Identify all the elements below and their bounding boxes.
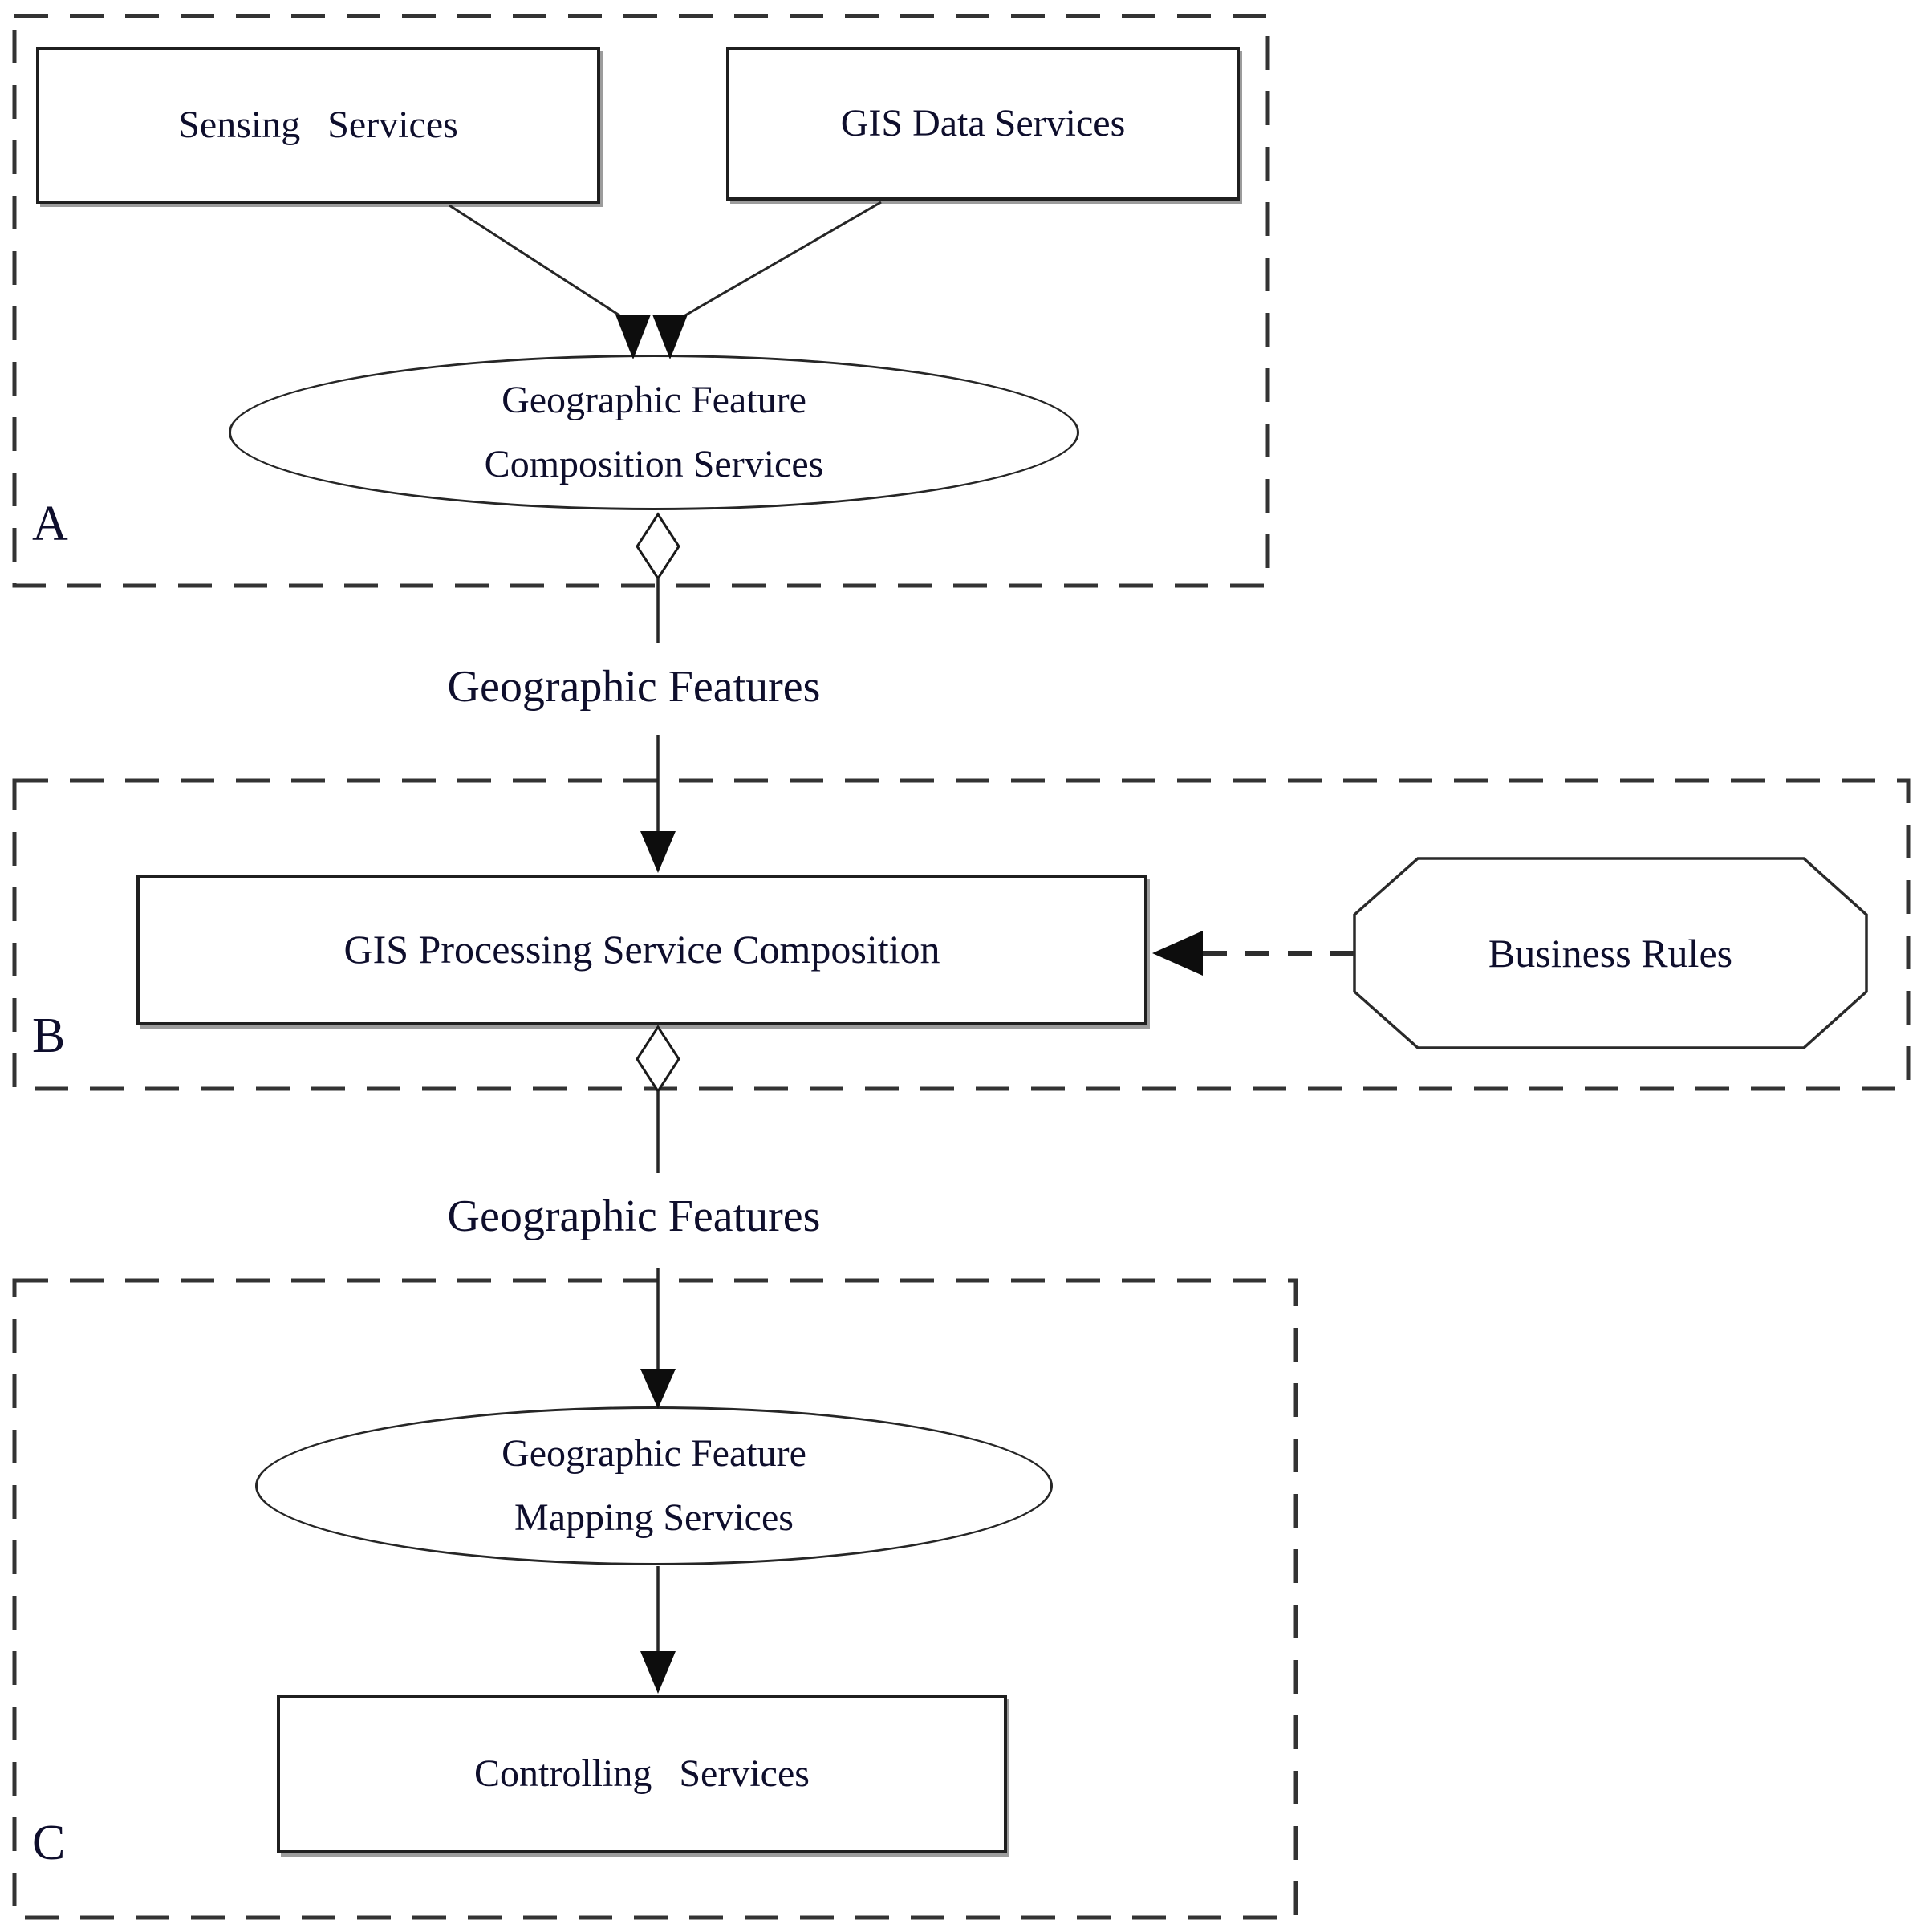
arrowhead-gisdata-to-composition-icon [652, 315, 688, 359]
region-c-letter: C [32, 1816, 66, 1870]
aggregation-diamond-a-icon [636, 512, 680, 581]
gis-processing-service-composition-label: GIS Processing Service Composition [343, 927, 940, 972]
geographic-feature-composition-label: Geographic Feature Composition Services [485, 368, 824, 497]
controlling-services-box: Controlling Services [277, 1695, 1007, 1853]
arrowhead-business-rules-icon [1152, 931, 1203, 976]
mapping-label-line2: Mapping Services [514, 1496, 794, 1539]
geographic-feature-mapping-label: Geographic Feature Mapping Services [502, 1422, 806, 1550]
geographic-feature-composition-ellipse: Geographic Feature Composition Services [229, 355, 1079, 510]
controlling-services-label: Controlling Services [474, 1752, 810, 1796]
arrowhead-b-to-c-icon [640, 1369, 676, 1409]
gis-data-services-label: GIS Data Services [840, 102, 1126, 145]
edge-gisdata-to-composition [669, 201, 882, 326]
composition-label-line2: Composition Services [484, 443, 824, 485]
edge-label-geographic-features-b-c: Geographic Features [447, 1191, 821, 1241]
business-rules-text: Business Rules [1488, 931, 1733, 976]
sensing-services-box: Sensing Services [36, 47, 600, 204]
geographic-feature-mapping-ellipse: Geographic Feature Mapping Services [255, 1406, 1053, 1565]
aggregation-diamond-b-icon [636, 1025, 680, 1094]
gis-data-services-box: GIS Data Services [726, 47, 1240, 201]
region-a-letter: A [32, 497, 68, 551]
composition-label-line1: Geographic Feature [502, 379, 806, 421]
gis-processing-service-composition-box: GIS Processing Service Composition [136, 875, 1147, 1025]
sensing-services-label: Sensing Services [178, 104, 458, 147]
business-rules-label: Business Rules [1354, 858, 1866, 1048]
mapping-label-line1: Geographic Feature [502, 1432, 806, 1475]
edge-label-geographic-features-a-b: Geographic Features [447, 662, 821, 712]
arrowhead-sensing-to-composition-icon [615, 315, 651, 359]
arrowhead-mapping-to-controlling-icon [640, 1651, 676, 1694]
region-b-letter: B [32, 1009, 66, 1063]
arrowhead-a-to-b-icon [640, 831, 676, 873]
edge-sensing-to-composition [449, 204, 634, 326]
